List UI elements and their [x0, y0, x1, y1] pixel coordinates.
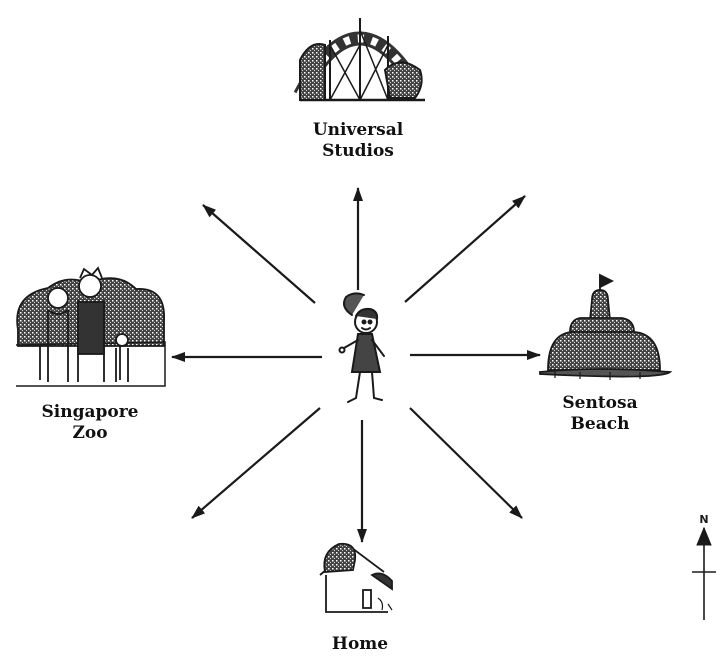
- label-universal-studios-line1: Universal: [312, 120, 404, 140]
- home-icon: [319, 542, 393, 613]
- direction-arrows: [171, 187, 541, 543]
- label-sentosa-beach-line1: Sentosa: [562, 393, 638, 413]
- compass-north-letter: N: [699, 513, 708, 526]
- label-sentosa-beach-line2: Beach: [570, 414, 630, 434]
- girl-figure: [338, 292, 385, 403]
- singapore-zoo-icon: [15, 266, 166, 387]
- compass: N: [692, 513, 716, 620]
- label-home: Home: [290, 634, 430, 655]
- label-universal-studios: Universal Studios: [283, 120, 433, 162]
- label-singapore-zoo: Singapore Zoo: [15, 402, 165, 444]
- label-home-line1: Home: [331, 634, 389, 654]
- universal-studios-icon: [293, 18, 425, 102]
- arrow-southwest: [191, 407, 321, 519]
- label-sentosa-beach: Sentosa Beach: [530, 393, 670, 435]
- arrow-northeast: [404, 195, 526, 303]
- label-singapore-zoo-line2: Zoo: [72, 423, 108, 443]
- label-universal-studios-line2: Studios: [322, 141, 394, 161]
- compass-north-arrowhead: [696, 526, 712, 546]
- arrow-northwest: [202, 204, 316, 304]
- label-singapore-zoo-line1: Singapore: [41, 402, 139, 422]
- sentosa-beach-icon: [539, 273, 673, 380]
- arrow-southeast: [409, 407, 523, 519]
